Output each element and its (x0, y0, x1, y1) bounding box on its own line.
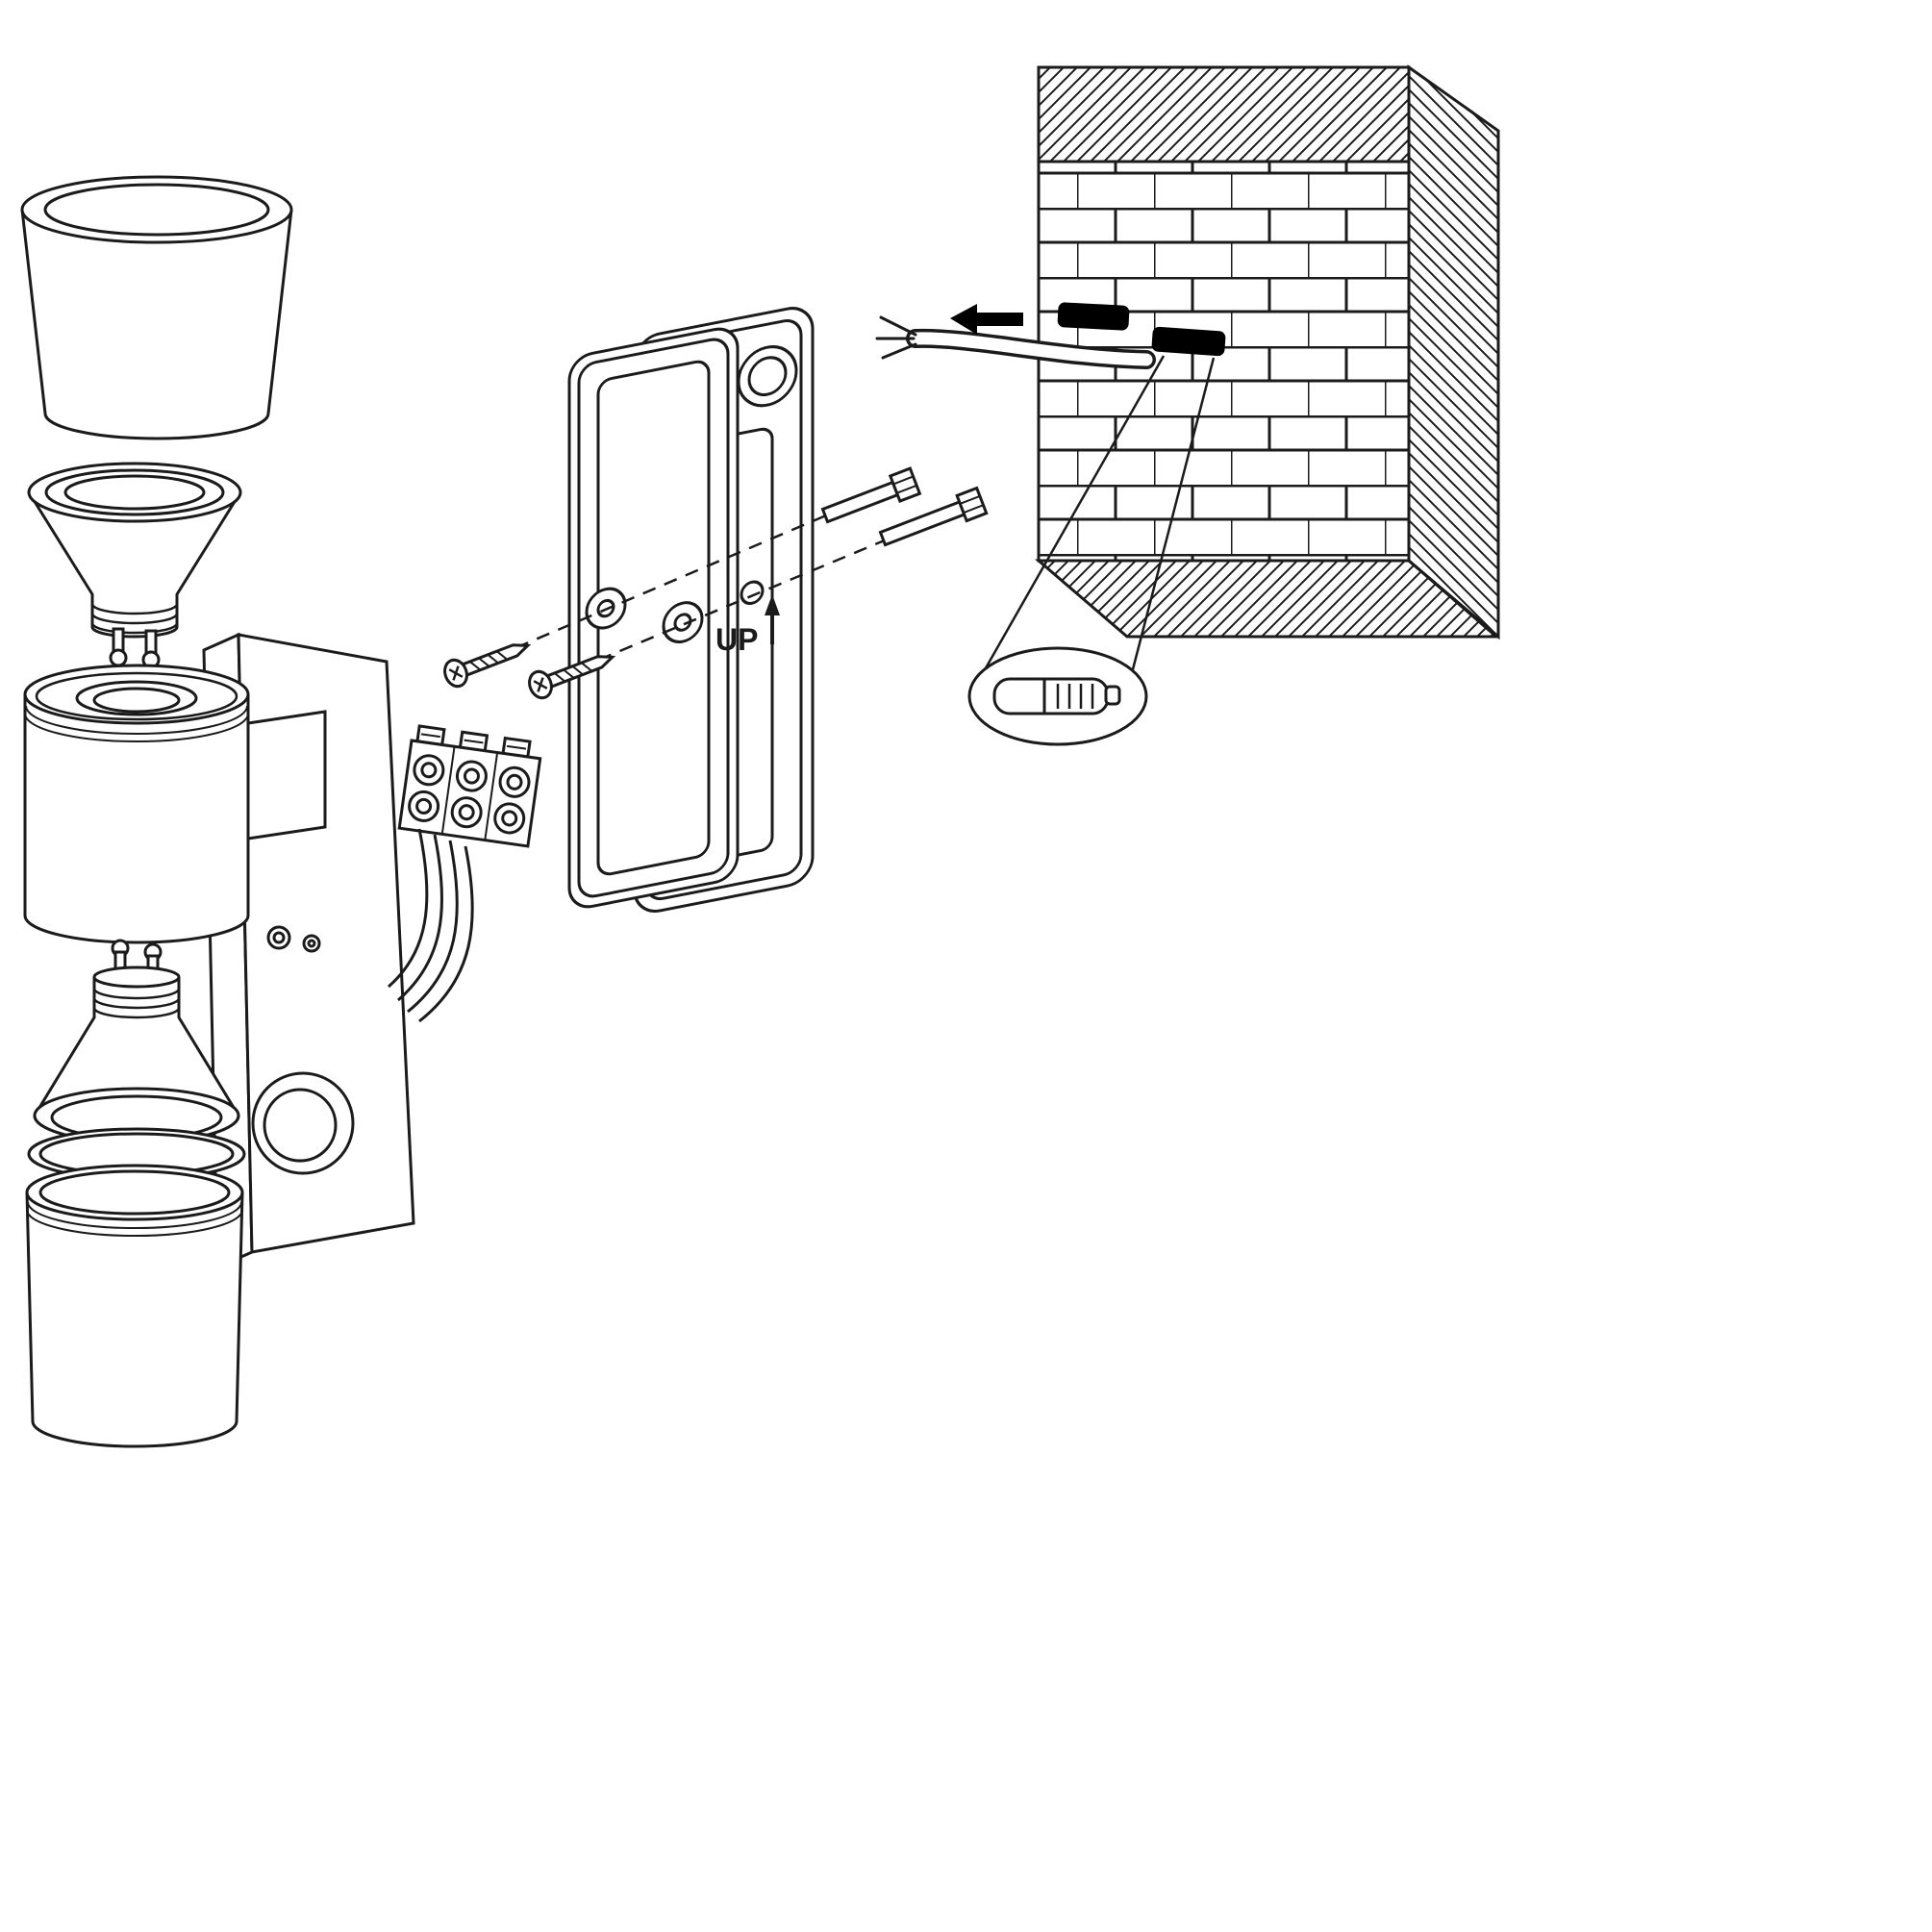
insert-direction-arrow-icon (950, 304, 1023, 335)
hex-bolt-2 (878, 486, 989, 547)
anchor-detail-plug (992, 677, 1121, 715)
up-orientation-label: UP (715, 594, 780, 657)
socket-opening (75, 680, 198, 716)
gu10-lamp-upper (27, 462, 242, 669)
bottom-shade-cylinder (25, 1164, 244, 1448)
wall-top-hatch (1037, 65, 1411, 163)
lamp-housing (23, 664, 250, 944)
adjustment-knob-2 (302, 934, 321, 953)
wall-anchor-2 (1151, 326, 1226, 357)
adjustment-knob-1 (266, 925, 291, 950)
gu10-lamp-lower (33, 939, 240, 1144)
frame-screw-boss-2 (662, 601, 704, 643)
up-arrow-head (765, 594, 780, 615)
mounting-frame-front (567, 327, 740, 909)
connection-wires (388, 828, 474, 1023)
hex-bolt-1 (820, 466, 922, 524)
wood-screw-2 (528, 655, 616, 700)
pir-sensor (251, 1071, 355, 1175)
lamp-arm (246, 710, 327, 841)
top-shade-cylinder (20, 175, 293, 440)
up-label-text: UP (715, 622, 758, 657)
terminal-block (397, 724, 542, 848)
wood-screw-1 (443, 643, 532, 689)
cable-wire-ends (875, 315, 917, 360)
frame-back-screw-hole-2 (740, 580, 765, 606)
supply-cable (875, 315, 1156, 369)
anchor-detail-callout (967, 355, 1216, 746)
wall-side-hatch (1407, 64, 1500, 640)
wall-anchor-1 (1057, 302, 1130, 331)
gu10-pins (109, 627, 161, 669)
